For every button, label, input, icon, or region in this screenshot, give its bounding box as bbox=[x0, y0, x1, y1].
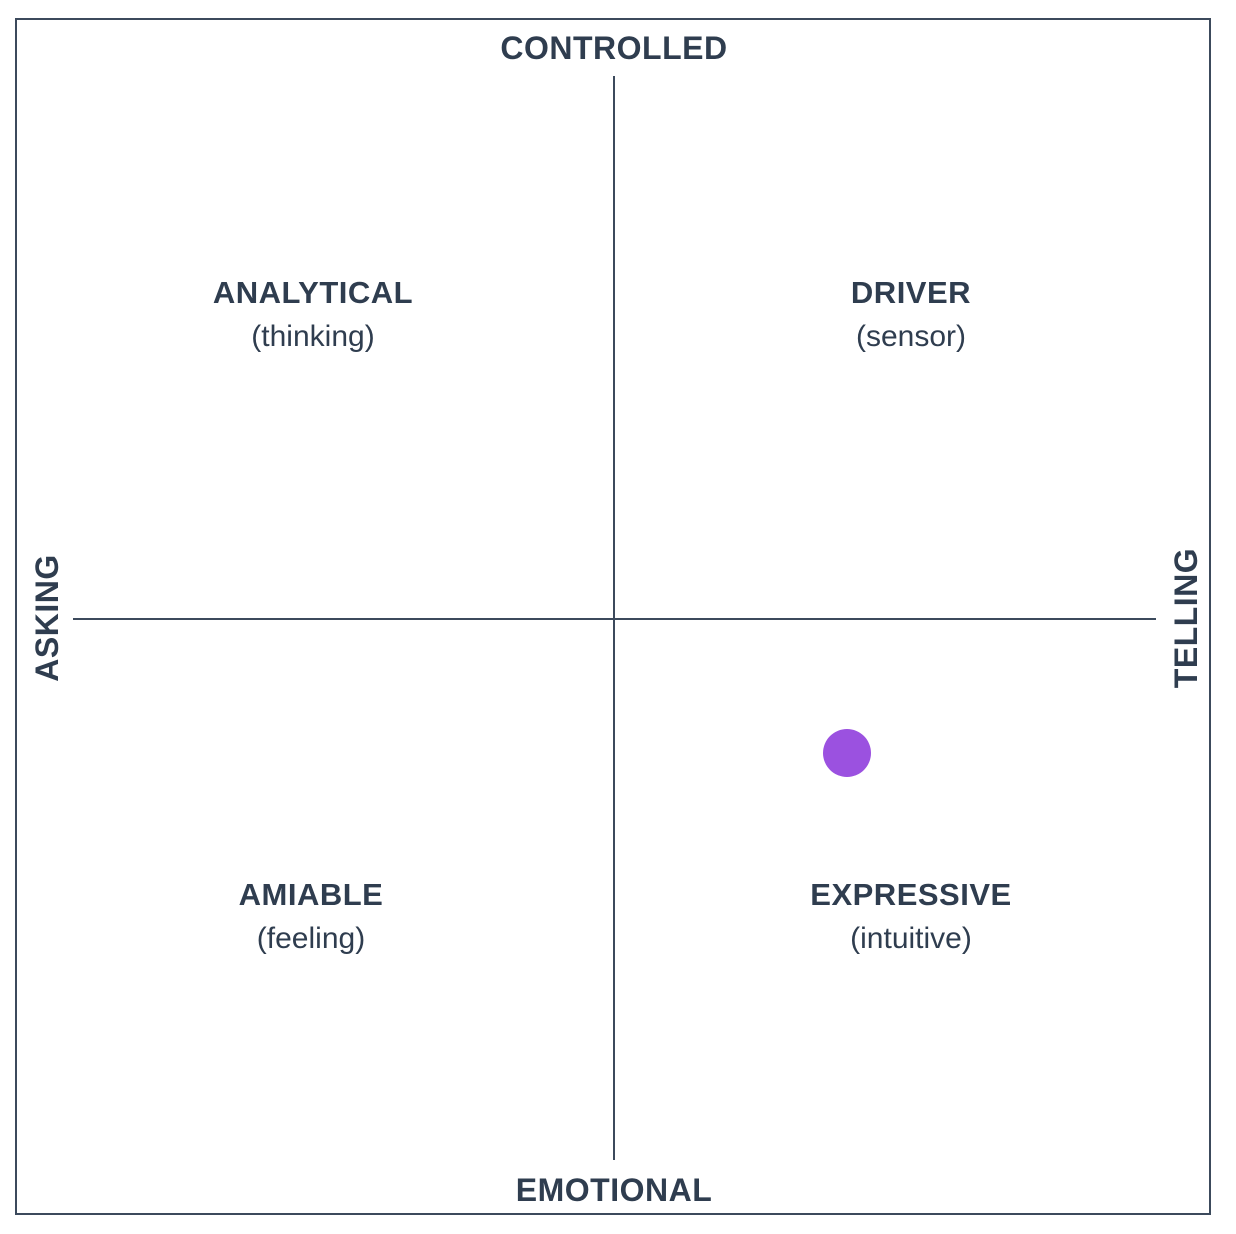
quadrant-amiable: AMIABLE (feeling) bbox=[111, 879, 511, 954]
axis-label-controlled: CONTROLLED bbox=[500, 30, 728, 66]
quadrant-subtitle: (intuitive) bbox=[850, 922, 972, 955]
quadrant-title: EXPRESSIVE bbox=[810, 877, 1012, 912]
quadrant-subtitle: (thinking) bbox=[251, 320, 375, 353]
quadrant-analytical: ANALYTICAL (thinking) bbox=[113, 277, 513, 352]
quadrant-subtitle: (sensor) bbox=[855, 320, 967, 353]
quadrant-title: ANALYTICAL bbox=[212, 275, 414, 310]
axis-label-asking: ASKING bbox=[29, 554, 65, 682]
quadrant-title: DRIVER bbox=[850, 275, 972, 310]
diagram-frame bbox=[15, 18, 1211, 1215]
axis-label-telling: TELLING bbox=[1168, 547, 1204, 689]
quadrant-driver: DRIVER (sensor) bbox=[711, 277, 1111, 352]
quadrant-expressive: EXPRESSIVE (intuitive) bbox=[711, 879, 1111, 954]
axis-label-emotional: EMOTIONAL bbox=[515, 1172, 713, 1208]
position-marker-dot bbox=[823, 729, 871, 777]
horizontal-axis bbox=[73, 618, 1156, 620]
quadrant-title: AMIABLE bbox=[238, 877, 384, 912]
quadrant-subtitle: (feeling) bbox=[256, 922, 366, 955]
